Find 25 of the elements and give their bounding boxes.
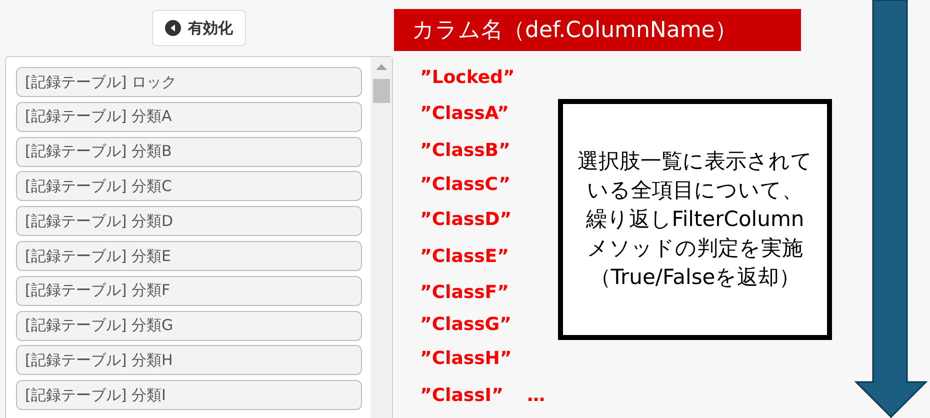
column-name: ”Locked” <box>420 66 515 90</box>
column-name: ”ClassC” <box>420 173 510 197</box>
column-name: ”ClassF” <box>420 281 509 305</box>
list-option: [記録テーブル] 分類G <box>16 310 362 341</box>
enable-button: 有効化 <box>152 10 246 46</box>
list-option: [記録テーブル] 分類C <box>16 171 362 202</box>
list-option: [記録テーブル] ロック <box>16 67 362 97</box>
list-option: [記録テーブル] 分類A <box>16 102 362 132</box>
column-header: カラム名（def.ColumnName） <box>394 9 801 51</box>
list-option: [記録テーブル] 分類E <box>16 241 362 271</box>
column-name: ”ClassG” <box>420 313 512 337</box>
list-option: [記録テーブル] 分類F <box>16 276 362 306</box>
list-option: [記録テーブル] 分類H <box>16 345 362 376</box>
ellipsis: … <box>527 384 545 408</box>
list-option: [記録テーブル] 分類I <box>16 380 362 410</box>
column-name: ”ClassI” <box>420 384 504 408</box>
column-name: ”ClassB” <box>420 139 510 163</box>
column-name: ”ClassH” <box>420 347 512 371</box>
column-name: ”ClassD” <box>420 208 512 232</box>
column-name: ”ClassA” <box>420 102 509 126</box>
note-box: 選択肢一覧に表示されている全項目について、繰り返しFilterColumnメソッドの判定を実施（True/Falseを返却） <box>558 99 832 340</box>
list-option: [記録テーブル] 分類D <box>16 206 362 236</box>
column-name: ”ClassE” <box>420 245 509 269</box>
list-panel <box>5 56 393 418</box>
list-option: [記録テーブル] 分類B <box>16 136 362 167</box>
